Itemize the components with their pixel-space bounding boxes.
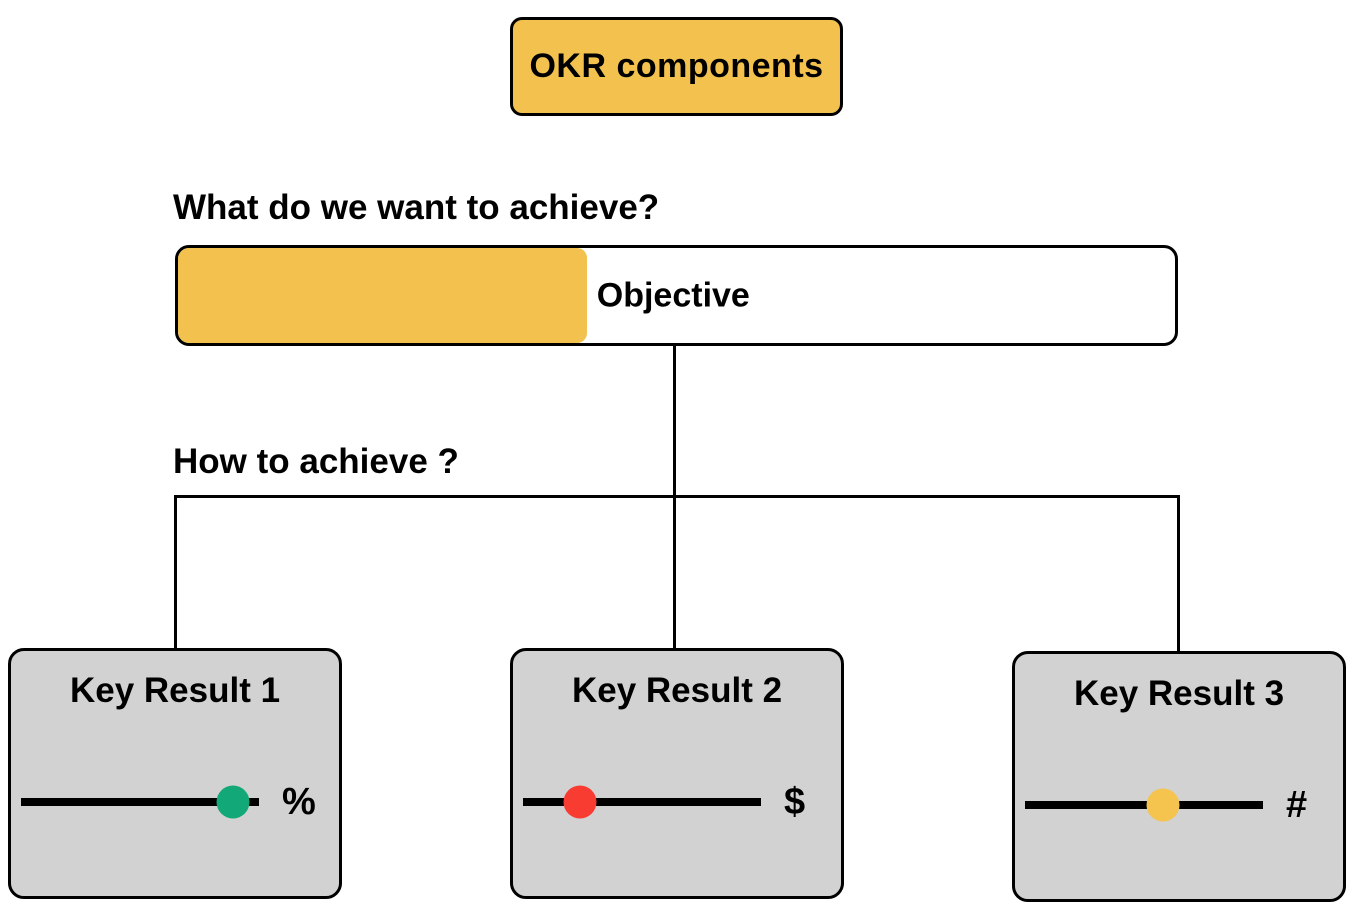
objective-label: Objective [596,276,750,314]
hash-icon: # [1286,784,1308,826]
objective-question-label: What do we want to achieve? [173,188,660,227]
key-result-2-slider-track [523,785,761,819]
key-result-1-slider-dot [216,785,250,819]
connector-objective-stem-line [673,346,676,498]
key-result-1-slider-track [21,785,259,819]
connector-left-branch-line [174,497,177,648]
key-result-2-slider: $ [513,783,841,821]
key-result-1-title: Key Result 1 [69,671,281,710]
diagram-title-box: OKR components [510,17,843,116]
connector-horizontal-line [174,495,1180,498]
key-result-2-slider-dot [563,785,597,819]
objective-box: Objective [175,245,1178,346]
objective-progress-fill [178,248,587,343]
key-result-2-box: Key Result 2 $ [510,648,844,899]
key-result-3-slider: # [1015,786,1343,824]
key-result-3-slider-track [1025,788,1263,822]
key-results-question-label: How to achieve ? [173,442,459,481]
percent-icon: % [282,781,316,823]
key-result-1-slider: % [11,783,339,821]
connector-middle-branch-line [673,497,676,650]
connector-right-branch-line [1177,497,1180,653]
key-result-3-slider-dot [1146,788,1180,822]
diagram-title-label: OKR components [529,47,824,85]
key-result-1-box: Key Result 1 % [8,648,342,899]
key-result-3-box: Key Result 3 # [1012,651,1346,902]
key-result-2-title: Key Result 2 [571,671,783,710]
dollar-icon: $ [784,781,806,823]
key-result-3-title: Key Result 3 [1073,674,1285,713]
